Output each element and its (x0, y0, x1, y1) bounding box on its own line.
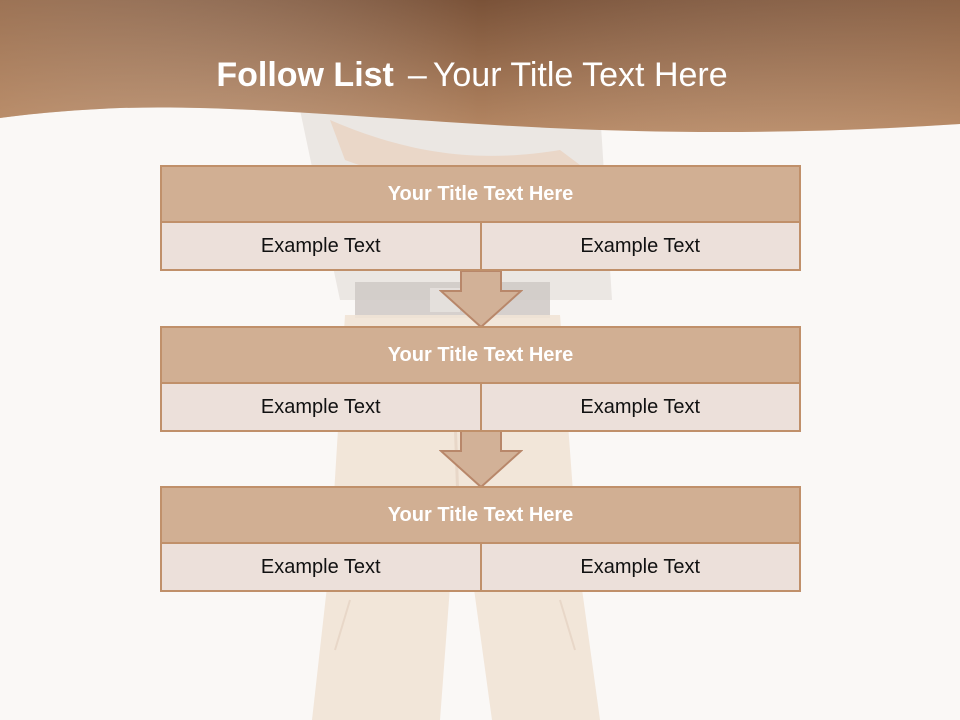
down-arrow-icon (439, 431, 523, 489)
slide-title-dash: – (407, 56, 427, 94)
step-row: Example Text Example Text (160, 221, 801, 271)
step-title: Your Title Text Here (160, 326, 801, 384)
step-row: Example Text Example Text (160, 542, 801, 592)
step-block-2: Your Title Text Here Example Text Exampl… (160, 326, 801, 432)
step-cell-left: Example Text (260, 396, 381, 418)
step-title: Your Title Text Here (160, 165, 801, 223)
step-cell-right: Example Text (479, 223, 800, 269)
step-title: Your Title Text Here (160, 486, 801, 544)
step-block-3: Your Title Text Here Example Text Exampl… (160, 486, 801, 592)
step-block-1: Your Title Text Here Example Text Exampl… (160, 165, 801, 271)
step-cell-right: Example Text (479, 544, 800, 590)
slide-title: Follow List–Your Title Text Here (0, 52, 944, 98)
slide-title-rest: Your Title Text Here (432, 56, 728, 94)
step-cell-right: Example Text (479, 384, 800, 430)
header-band (0, 0, 960, 132)
down-arrow-icon (439, 271, 523, 329)
slide-title-bold: Follow List (216, 56, 394, 94)
step-cell-left: Example Text (260, 556, 381, 578)
step-row: Example Text Example Text (160, 382, 801, 432)
step-cell-left: Example Text (260, 235, 381, 257)
